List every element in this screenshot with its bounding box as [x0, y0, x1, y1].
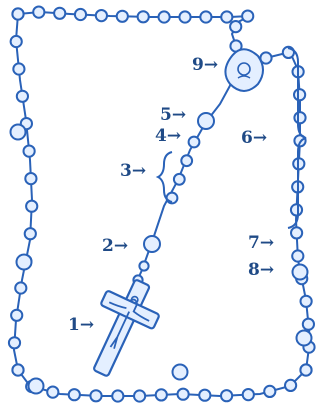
- bead-right: [291, 204, 302, 215]
- label-5: 5→: [160, 107, 186, 124]
- bead-bottom: [112, 390, 123, 401]
- bead-bottom: [12, 364, 23, 375]
- label-8: 8→: [248, 262, 274, 279]
- label-9: 9→: [192, 57, 218, 74]
- bead-right: [294, 89, 305, 100]
- label-1: 1→: [68, 317, 94, 334]
- bead-top: [221, 11, 232, 22]
- bead-pendant: [139, 261, 148, 270]
- large-bead-2: [144, 236, 160, 252]
- large-bead: [17, 255, 32, 270]
- bead-bottom: [285, 380, 296, 391]
- bead-3-group: [189, 137, 200, 148]
- chain: [14, 12, 310, 396]
- large-bead: [293, 265, 308, 280]
- bead-top: [179, 11, 190, 22]
- bead-left: [11, 36, 22, 47]
- bead-left: [9, 337, 20, 348]
- bead-bottom: [69, 389, 80, 400]
- bead-top: [230, 21, 241, 32]
- bead-top: [33, 7, 44, 18]
- bead-left: [11, 310, 22, 321]
- large-bead: [297, 331, 312, 346]
- large-bead: [11, 125, 26, 140]
- bead-left: [26, 201, 37, 212]
- bead-right: [294, 112, 305, 123]
- bead-bottom: [90, 390, 101, 401]
- bead-bottom: [199, 390, 210, 401]
- bead-right: [300, 364, 311, 375]
- bead-right: [291, 227, 302, 238]
- bead-left: [12, 8, 23, 19]
- bead-bottom: [221, 390, 232, 401]
- bead-top: [75, 9, 86, 20]
- bead-top: [96, 10, 107, 21]
- bead-top: [117, 11, 128, 22]
- bead-bottom: [134, 390, 145, 401]
- bead-left: [24, 146, 35, 157]
- large-bead: [29, 379, 44, 394]
- bead-left: [25, 173, 36, 184]
- bead-top: [242, 11, 253, 22]
- bead-top: [200, 11, 211, 22]
- center-medal: [225, 49, 263, 91]
- bead-3-group: [181, 155, 192, 166]
- bead-right: [292, 250, 303, 261]
- label-7: 7→: [248, 235, 274, 252]
- bead-bottom: [243, 389, 254, 400]
- bead-left: [13, 63, 24, 74]
- bead-left: [25, 228, 36, 239]
- bead-right: [301, 296, 312, 307]
- bead-top: [54, 8, 65, 19]
- bead-bottom: [156, 389, 167, 400]
- bead-left: [15, 282, 26, 293]
- large-bead-5: [198, 113, 214, 129]
- label-2: 2→: [102, 238, 128, 255]
- bead-right: [303, 319, 314, 330]
- label-3: 3→: [120, 163, 146, 180]
- label-4: 4→: [155, 128, 181, 145]
- large-bead: [173, 365, 188, 380]
- bead-bottom: [178, 389, 189, 400]
- bead-bottom: [47, 387, 58, 398]
- bead-left: [17, 91, 28, 102]
- chain-segment: [14, 12, 310, 396]
- bead-top: [138, 11, 149, 22]
- beads: [9, 7, 315, 402]
- bead-bottom: [264, 386, 275, 397]
- bead-3-group: [174, 174, 185, 185]
- bead-top: [159, 11, 170, 22]
- label-6: 6→: [241, 130, 267, 147]
